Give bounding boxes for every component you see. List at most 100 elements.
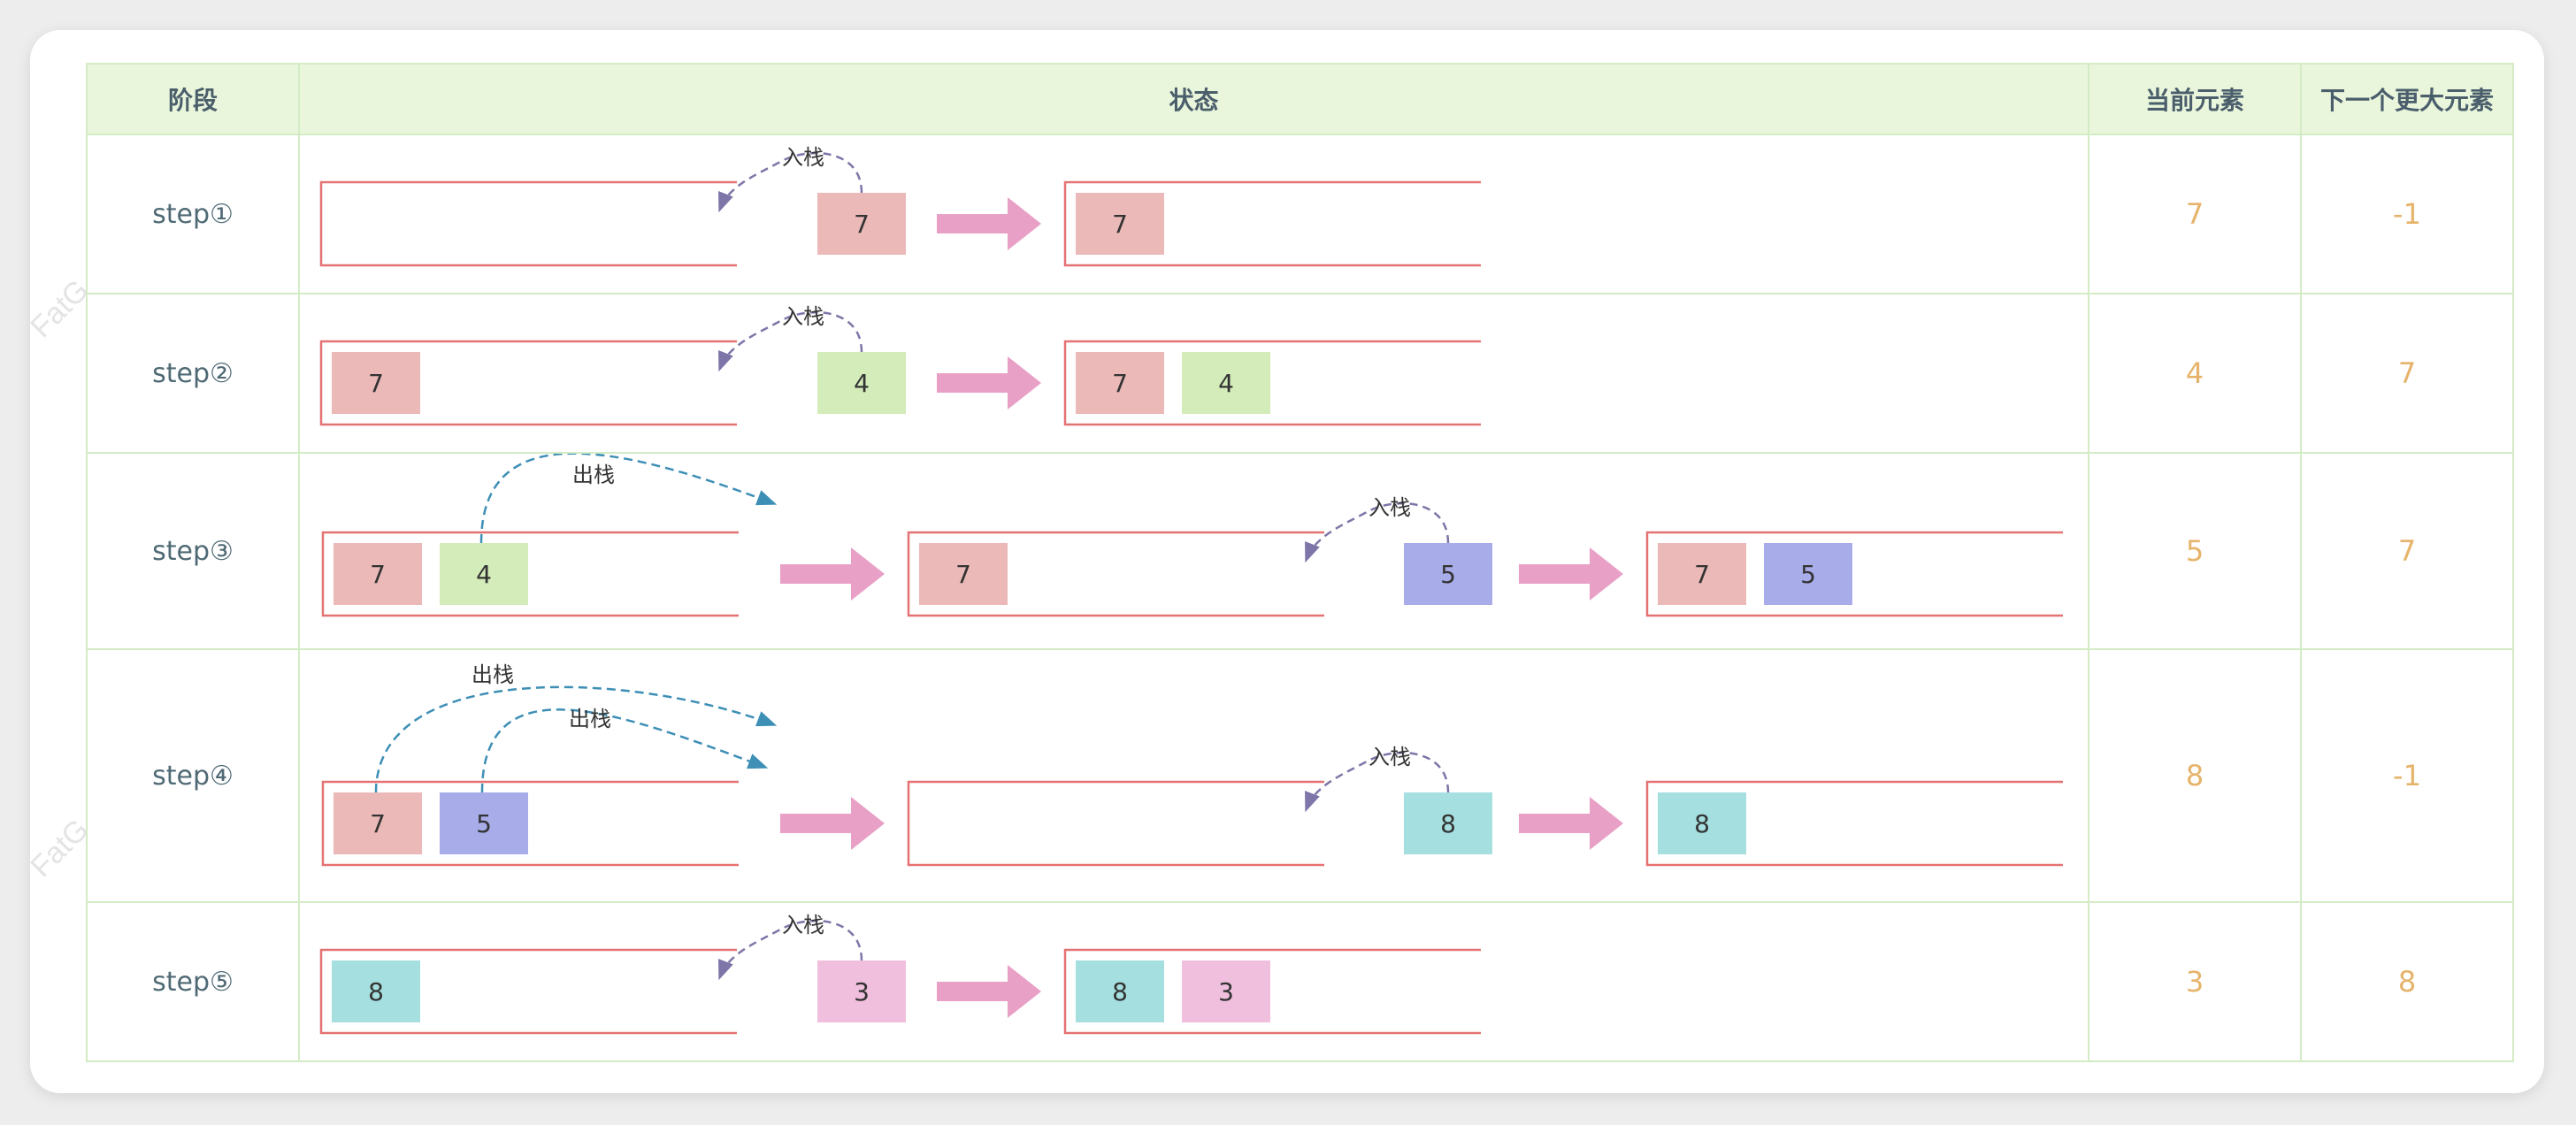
push-label: 入栈 (1368, 745, 1411, 769)
header-state: 状态 (298, 63, 2089, 135)
header-stage: 阶段 (86, 63, 300, 135)
svg-text:8: 8 (1112, 977, 1128, 1006)
stack-element: 7 (1658, 543, 1746, 605)
stage-label: step④ (86, 648, 300, 903)
transition-arrow-icon (780, 547, 885, 601)
stage-label: step① (86, 134, 300, 295)
svg-text:3: 3 (854, 977, 870, 1006)
header-current: 当前元素 (2088, 63, 2302, 135)
push-arrow-icon (718, 919, 863, 981)
state-cell: 7 4 入栈 7 4 (298, 293, 2089, 454)
stack-container (319, 180, 737, 267)
stack-element: 7 (1076, 193, 1164, 255)
push-arrow-icon (1305, 501, 1450, 563)
push-arrow-icon (718, 151, 863, 213)
stack-element: 5 (1764, 543, 1852, 605)
svg-text:4: 4 (1218, 369, 1234, 398)
svg-text:7: 7 (1112, 210, 1128, 239)
svg-text:5: 5 (1800, 560, 1816, 589)
svg-text:4: 4 (854, 369, 870, 398)
state-diagram: 7 4 入栈 7 4 (319, 304, 1481, 426)
svg-text:3: 3 (1218, 977, 1234, 1006)
svg-text:8: 8 (368, 977, 384, 1006)
state-diagram: 8 3 入栈 8 3 (319, 913, 1481, 1035)
stack-element: 8 (1076, 960, 1164, 1022)
header-row: 阶段 状态 当前元素 下一个更大元素 (86, 63, 2514, 135)
stack-element: 7 (919, 543, 1008, 605)
stack-container (907, 780, 1324, 867)
pop-arrow-icon (374, 685, 778, 793)
svg-text:7: 7 (368, 369, 384, 398)
next-greater-element: -1 (2300, 648, 2514, 903)
stack-element: 8 (1658, 792, 1746, 854)
stage-label: step② (86, 293, 300, 454)
svg-text:8: 8 (1694, 809, 1710, 838)
transition-arrow-icon (937, 965, 1041, 1018)
svg-text:7: 7 (854, 210, 870, 239)
pop-label: 出栈 (572, 463, 615, 487)
stack-container (319, 948, 737, 1035)
incoming-element: 3 (817, 960, 906, 1022)
svg-text:7: 7 (370, 809, 386, 838)
push-label: 入栈 (782, 304, 824, 329)
current-element: 5 (2088, 452, 2302, 650)
stack-container (1063, 180, 1481, 267)
stack-element: 5 (440, 792, 528, 854)
incoming-element: 8 (1404, 792, 1492, 854)
next-greater-element: -1 (2300, 134, 2514, 295)
transition-arrow-icon (780, 797, 885, 850)
svg-text:4: 4 (476, 560, 492, 589)
next-greater-element: 7 (2300, 452, 2514, 650)
stack-element: 7 (334, 543, 422, 605)
stack-container (1063, 340, 1481, 426)
stack-element: 7 (332, 352, 420, 414)
svg-text:7: 7 (955, 560, 971, 589)
step-row: step① 7 入栈 7 7 -1 (86, 134, 2514, 295)
svg-text:7: 7 (1112, 369, 1128, 398)
stack-container (907, 531, 1324, 617)
push-arrow-icon (1305, 751, 1450, 813)
current-element: 8 (2088, 648, 2302, 903)
transition-arrow-icon (937, 197, 1041, 250)
incoming-element: 4 (817, 352, 906, 414)
stack-container (1645, 780, 2063, 867)
stack-element: 3 (1182, 960, 1270, 1022)
stack-container (1063, 948, 1481, 1035)
transition-arrow-icon (1519, 547, 1623, 601)
push-arrow-icon (718, 310, 863, 372)
stage-label: step⑤ (86, 901, 300, 1062)
stack-container (319, 340, 737, 426)
transition-arrow-icon (1519, 797, 1623, 850)
next-greater-element: 8 (2300, 901, 2514, 1062)
push-label: 入栈 (782, 913, 824, 938)
stack-element: 4 (1182, 352, 1270, 414)
svg-text:8: 8 (1440, 809, 1456, 838)
pop-arrow-icon (480, 708, 769, 793)
current-element: 4 (2088, 293, 2302, 454)
stack-element: 8 (332, 960, 420, 1022)
incoming-element: 7 (817, 193, 906, 255)
svg-text:5: 5 (1440, 560, 1456, 589)
stage-label: step③ (86, 452, 300, 650)
next-greater-element: 7 (2300, 293, 2514, 454)
state-cell: 8 3 入栈 8 3 (298, 901, 2089, 1062)
incoming-element: 5 (1404, 543, 1492, 605)
transition-arrow-icon (937, 356, 1041, 409)
push-label: 入栈 (782, 145, 824, 170)
svg-text:7: 7 (370, 560, 386, 589)
stack-element: 4 (440, 543, 528, 605)
state-diagram: 7 入栈 7 (319, 145, 1481, 267)
monotonic-stack-table: 阶段 状态 当前元素 下一个更大元素 step① 7 入栈 7 7 -1 step②… (86, 63, 2514, 1062)
stack-element: 7 (334, 792, 422, 854)
pop-arrow-icon (479, 454, 778, 544)
pop-label: 出栈 (472, 662, 514, 687)
current-element: 3 (2088, 901, 2302, 1062)
stack-element: 7 (1076, 352, 1164, 414)
stack-container (321, 780, 739, 867)
